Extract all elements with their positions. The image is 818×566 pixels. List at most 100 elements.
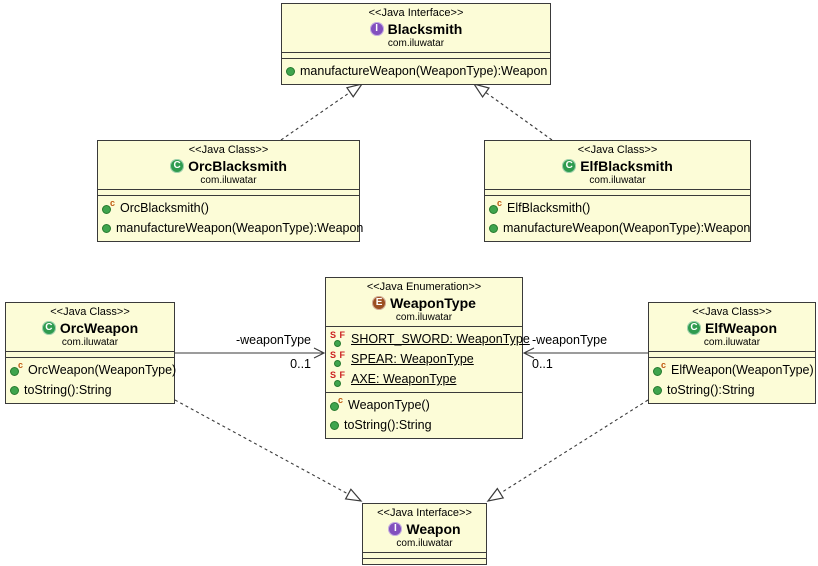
stereotype-label: <<Java Enumeration>> <box>366 281 482 293</box>
method-row: manufactureWeapon(WeaponType):Weapon <box>489 218 750 238</box>
enum-constant-label: AXE: WeaponType <box>351 372 457 386</box>
class-box-orcweapon[interactable]: <<Java Class>> C OrcWeapon com.iluwatar … <box>5 302 176 404</box>
interface-icon: I <box>388 521 403 536</box>
package-label: com.iluwatar <box>589 175 646 186</box>
constructor-label: OrcBlacksmith() <box>120 201 209 215</box>
class-icon: C <box>41 320 56 335</box>
constructor-row: c WeaponType() <box>330 395 519 415</box>
method-label: toString():String <box>24 383 112 397</box>
constructor-label: OrcWeapon(WeaponType) <box>28 363 177 377</box>
fields-compartment <box>6 351 174 357</box>
class-header: <<Java Interface>> I Blacksmith com.iluw… <box>282 4 550 52</box>
constructor-label: WeaponType() <box>348 398 430 412</box>
class-icon: C <box>562 158 577 173</box>
methods-compartment: c ElfBlacksmith() manufactureWeapon(Weap… <box>485 195 750 241</box>
method-row: manufactureWeapon(WeaponType):Weapon <box>286 61 547 81</box>
package-label: com.iluwatar <box>387 38 445 49</box>
enum-constant-label: SHORT_SWORD: WeaponType <box>351 332 530 346</box>
class-name: Blacksmith <box>387 20 463 37</box>
constructor-icon: c <box>102 199 115 216</box>
class-header: <<Java Class>> C OrcWeapon com.iluwatar <box>6 303 174 351</box>
class-box-elfweapon[interactable]: <<Java Class>> C ElfWeapon com.iluwatar … <box>648 302 816 404</box>
method-label: toString():String <box>344 418 432 432</box>
fields-compartment <box>282 52 550 58</box>
package-label: com.iluwatar <box>703 337 761 348</box>
method-row: toString():String <box>653 380 812 400</box>
methods-compartment: c WeaponType() toString():String <box>326 392 522 438</box>
class-name: OrcWeapon <box>59 319 139 336</box>
association-role-label: -weaponType <box>235 333 311 347</box>
method-icon <box>286 66 295 76</box>
association-role-label: -weaponType <box>532 333 608 347</box>
class-name: ElfBlacksmith <box>580 157 673 174</box>
class-header: <<Java Class>> C ElfBlacksmith com.iluwa… <box>485 141 750 189</box>
method-icon <box>330 420 339 430</box>
method-row: toString():String <box>330 415 519 435</box>
realization-edge-elfweapon-weapon <box>486 399 649 502</box>
method-icon <box>10 385 19 395</box>
class-box-weapon[interactable]: <<Java Interface>> I Weapon com.iluwatar <box>362 503 487 565</box>
interface-icon: I <box>369 21 384 36</box>
constructor-icon: c <box>489 199 502 216</box>
package-label: com.iluwatar <box>396 538 453 549</box>
constructor-label: ElfWeapon(WeaponType) <box>671 363 814 377</box>
class-header: <<Java Class>> C ElfWeapon com.iluwatar <box>649 303 815 351</box>
class-header: <<Java Class>> C OrcBlacksmith com.iluwa… <box>98 141 359 189</box>
constructor-row: c OrcBlacksmith() <box>102 198 356 218</box>
methods-compartment: c OrcWeapon(WeaponType) toString():Strin… <box>6 357 176 403</box>
realization-edge-orcblacksmith-blacksmith <box>280 83 364 141</box>
stereotype-label: <<Java Class>> <box>50 306 130 318</box>
method-icon <box>653 385 662 395</box>
realization-edge-elfblacksmith-blacksmith <box>472 83 553 141</box>
constructor-icon: c <box>330 396 343 413</box>
constructor-label: ElfBlacksmith() <box>507 201 591 215</box>
fields-compartment <box>98 189 359 195</box>
stereotype-label: <<Java Class>> <box>577 144 658 156</box>
constructor-icon: c <box>653 361 666 378</box>
class-icon: C <box>686 320 701 335</box>
class-box-blacksmith[interactable]: <<Java Interface>> I Blacksmith com.iluw… <box>281 3 551 85</box>
stereotype-label: <<Java Interface>> <box>377 507 472 519</box>
package-label: com.iluwatar <box>395 312 453 323</box>
method-label: manufactureWeapon(WeaponType):Weapon <box>300 64 548 78</box>
fields-compartment <box>649 351 815 357</box>
fields-compartment <box>363 552 486 558</box>
association-multiplicity-label: 0..1 <box>290 357 311 371</box>
class-name: Weapon <box>406 520 461 537</box>
class-name: WeaponType <box>390 294 476 311</box>
method-label: manufactureWeapon(WeaponType):Weapon <box>116 221 364 235</box>
enum-icon: E <box>372 295 387 310</box>
methods-compartment: c ElfWeapon(WeaponType) toString():Strin… <box>649 357 815 403</box>
constructor-row: c ElfWeapon(WeaponType) <box>653 360 814 380</box>
stereotype-label: <<Java Interface>> <box>368 7 464 19</box>
association-multiplicity-label: 0..1 <box>532 357 553 371</box>
methods-compartment <box>363 558 486 564</box>
class-name: ElfWeapon <box>704 319 778 336</box>
methods-compartment: c OrcBlacksmith() manufactureWeapon(Weap… <box>98 195 363 241</box>
constructor-row: c OrcWeapon(WeaponType) <box>10 360 176 380</box>
method-label: toString():String <box>667 383 755 397</box>
class-box-weapontype[interactable]: <<Java Enumeration>> E WeaponType com.il… <box>325 277 530 439</box>
constructor-icon: c <box>10 361 23 378</box>
class-box-elfblacksmith[interactable]: <<Java Class>> C ElfBlacksmith com.iluwa… <box>484 140 751 242</box>
class-header: <<Java Interface>> I Weapon com.iluwatar <box>363 504 486 552</box>
class-box-orcblacksmith[interactable]: <<Java Class>> C OrcBlacksmith com.iluwa… <box>97 140 363 242</box>
methods-compartment: manufactureWeapon(WeaponType):Weapon <box>282 58 550 84</box>
method-icon <box>489 223 498 233</box>
realization-edge-orcweapon-weapon <box>174 399 363 502</box>
stereotype-label: <<Java Class>> <box>692 306 772 318</box>
constructor-row: c ElfBlacksmith() <box>489 198 747 218</box>
class-name: OrcBlacksmith <box>188 157 287 174</box>
package-label: com.iluwatar <box>61 337 119 348</box>
method-icon <box>102 223 111 233</box>
method-row: toString():String <box>10 380 171 400</box>
class-header: <<Java Enumeration>> E WeaponType com.il… <box>326 278 522 326</box>
